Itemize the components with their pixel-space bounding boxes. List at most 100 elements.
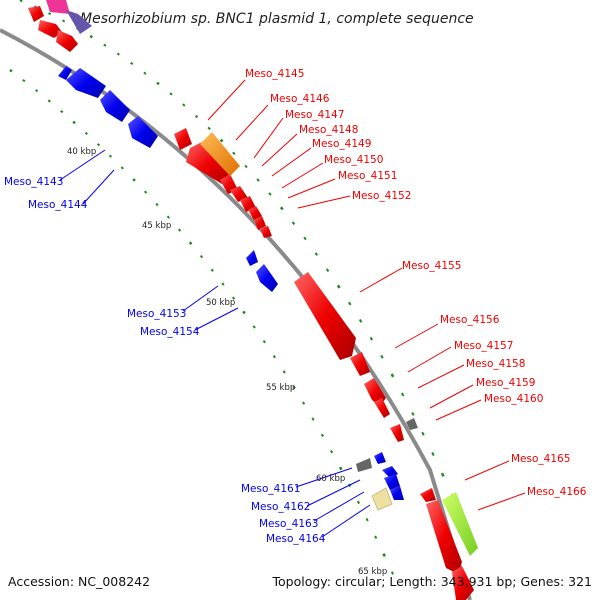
gc-dot: [84, 131, 88, 135]
gene-forward: [254, 216, 266, 230]
gene-reverse: [66, 68, 106, 98]
gene-label: Meso_4149: [312, 138, 371, 150]
label-leaders: [59, 79, 526, 538]
gene-forward: [350, 352, 370, 376]
gc-dot: [390, 373, 395, 378]
gene-label: Meso_4152: [352, 190, 411, 202]
gc-dot: [291, 221, 296, 226]
tick-label: 50 kbp: [206, 298, 235, 308]
gc-dot: [182, 103, 186, 107]
gc-dot: [194, 114, 199, 119]
gene-gray: [406, 418, 418, 430]
gc-dot: [348, 301, 352, 306]
gc-dot: [143, 190, 148, 194]
gc-dot: [382, 553, 386, 557]
gc-dot: [431, 451, 435, 457]
gc-dot: [166, 215, 170, 219]
gene-label: Meso_4150: [324, 154, 383, 166]
gene-reverse: [384, 474, 400, 490]
gene-label: Meso_4161: [241, 483, 300, 495]
gene-label: Meso_4163: [259, 518, 318, 530]
gc-dot: [143, 71, 147, 75]
gc-dot: [314, 252, 319, 256]
gene-label: Meso_4153: [127, 308, 186, 320]
gc-dot: [325, 268, 330, 272]
reverse-genes: [58, 66, 404, 511]
gene-forward: [56, 30, 78, 52]
gc-dot: [47, 99, 51, 103]
gc-dot: [311, 417, 315, 421]
map-title: Mesorhizobium sp. BNC1 plasmid 1, comple…: [80, 11, 474, 27]
gene-forward: [260, 226, 272, 238]
gc-dot: [19, 0, 23, 3]
plasmid-backbone: [0, 28, 472, 600]
gc-dot: [60, 110, 64, 114]
gene-forward: [374, 398, 390, 418]
tick-label: 65 kbp: [358, 567, 387, 577]
gene-reverse: [128, 116, 158, 148]
gene-forward: [452, 566, 474, 600]
gc-dot: [268, 192, 272, 196]
tick-label: 40 kbp: [67, 147, 96, 157]
gc-dot: [356, 500, 360, 505]
gc-dot: [390, 571, 394, 575]
gene-label: Meso_4147: [285, 109, 344, 121]
gc-dot: [282, 370, 286, 374]
gc-dot: [232, 151, 236, 155]
gc-dot: [244, 164, 248, 169]
gc-dot: [130, 61, 134, 65]
gc-dot: [207, 126, 211, 131]
gene-reverse: [256, 264, 278, 292]
gene-green: [442, 492, 478, 556]
gc-dot: [330, 449, 334, 454]
gene-label: Meso_4160: [484, 393, 543, 405]
gc-dot: [62, 19, 66, 23]
gc-dot: [120, 166, 124, 170]
gc-dot: [358, 319, 363, 323]
gc-dot: [338, 466, 343, 471]
forward-gene-labels: Meso_4145 Meso_4146 Meso_4147 Meso_4148 …: [245, 68, 587, 498]
gc-dot: [369, 336, 374, 341]
gc-dot: [96, 143, 101, 147]
gc-dot: [365, 517, 369, 522]
gc-dot: [108, 154, 113, 158]
reverse-gene-labels: Meso_4143 Meso_4144 Meso_4153 Meso_4154 …: [4, 176, 326, 545]
gc-dot: [72, 120, 76, 125]
gc-dot: [9, 68, 13, 73]
tick-label: 60 kbp: [316, 474, 345, 484]
gene-forward: [390, 424, 404, 442]
gc-dot: [177, 228, 182, 232]
gene-label: Meso_4144: [28, 199, 88, 211]
gc-dot: [169, 92, 173, 96]
gc-dot: [302, 401, 306, 405]
accession-text: Accession: NC_008242: [8, 574, 150, 589]
gene-forward: [186, 142, 232, 184]
gene-gray: [356, 458, 372, 472]
gc-dot: [103, 43, 107, 47]
gc-dot: [262, 340, 266, 344]
gc-dot: [132, 178, 136, 182]
gene-label: Meso_4156: [440, 314, 500, 326]
gc-dot: [411, 411, 415, 416]
gc-dot: [256, 178, 260, 182]
gc-dot: [336, 284, 341, 289]
gc-dot: [374, 535, 378, 539]
gene-label: Meso_4159: [476, 377, 535, 389]
gc-dot: [421, 431, 425, 436]
gc-dot: [48, 12, 52, 16]
gene-pink: [46, 0, 70, 14]
gc-dot: [35, 89, 39, 93]
gene-forward: [248, 206, 262, 220]
gc-dot: [380, 354, 384, 359]
gene-reverse: [390, 486, 404, 500]
gc-dot: [252, 325, 256, 329]
gene-forward: [420, 488, 436, 502]
gc-dot: [199, 254, 204, 259]
gene-forward: [174, 128, 192, 150]
gene-reverse: [374, 452, 386, 464]
gene-label: Meso_4162: [251, 501, 310, 513]
gene-forward: [294, 272, 356, 360]
gc-dot: [210, 268, 214, 272]
gene-orange: [200, 132, 240, 176]
